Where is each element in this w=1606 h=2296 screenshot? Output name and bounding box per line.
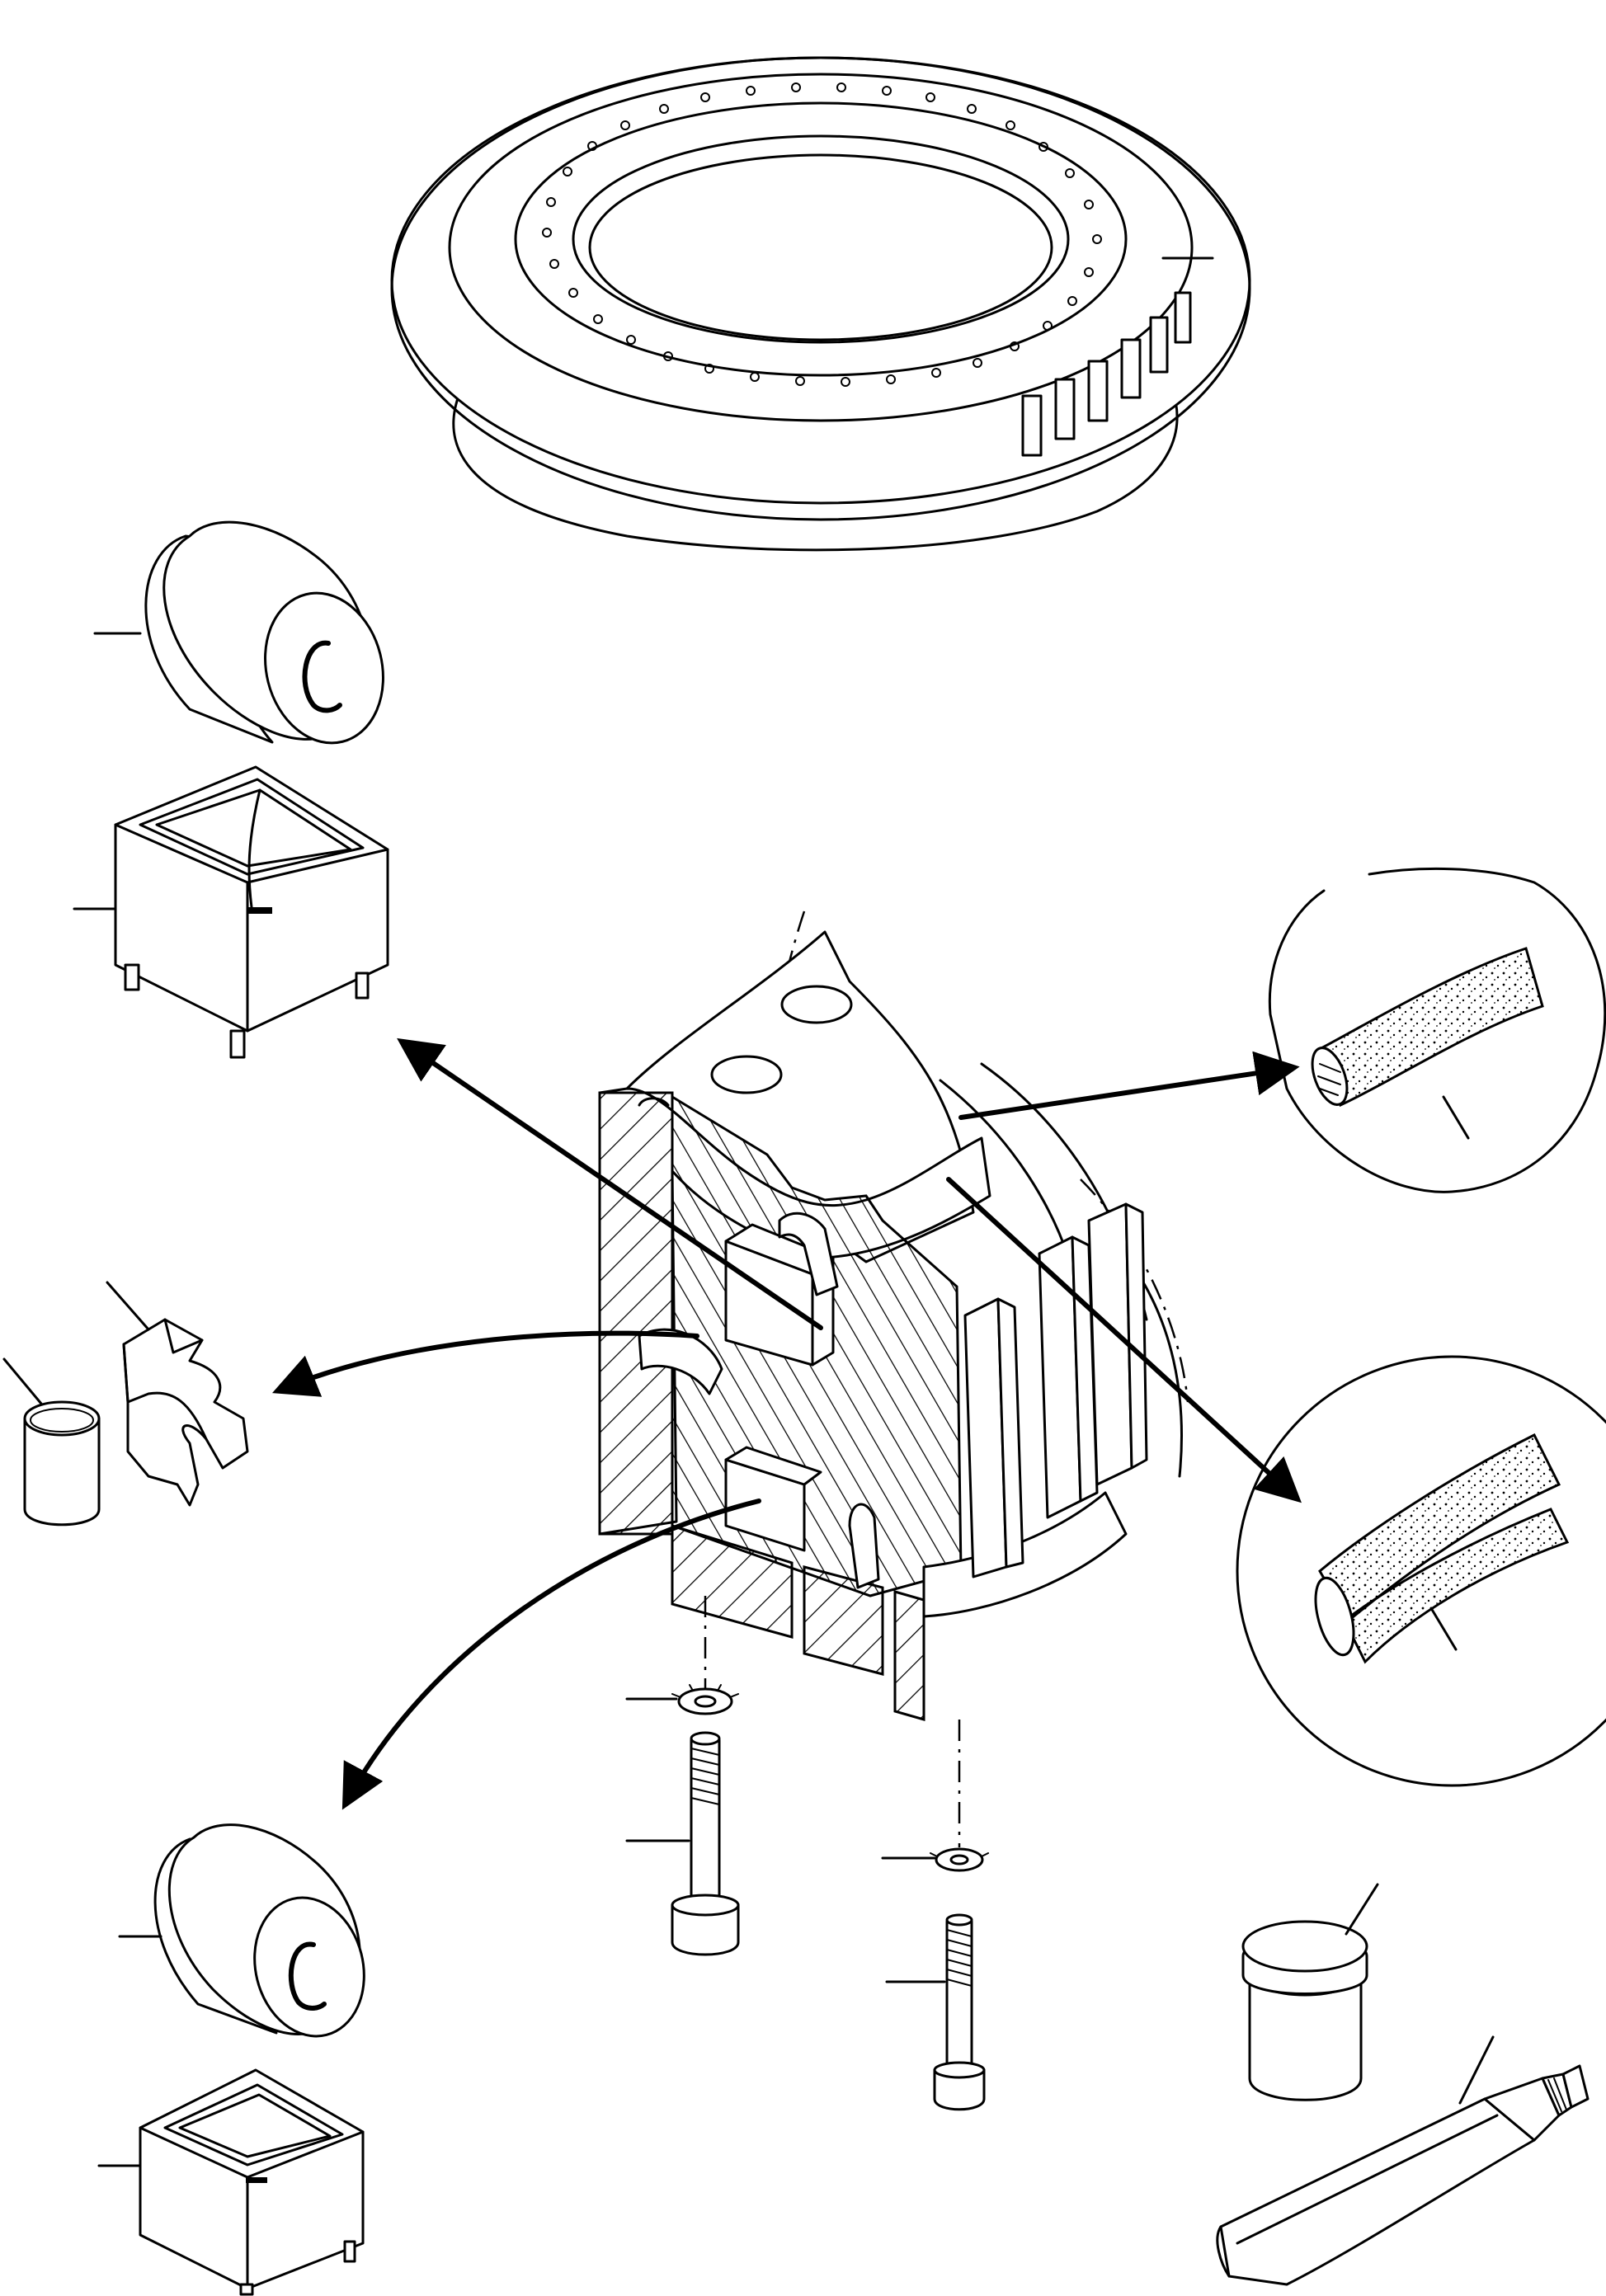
arrow-to-upper-seal: [958, 1051, 1300, 1120]
rubber-bushing-upper: [144, 520, 384, 745]
leader-upper-seal: [1442, 1095, 1470, 1140]
upper-seal-strip: [1268, 867, 1606, 1193]
slewing-ring-bearing: [390, 56, 1251, 552]
arrow-to-lower-seal: [946, 1177, 1302, 1503]
leader-small-cylinder: [2, 1357, 43, 1405]
square-bushing-holder-lower: [139, 2068, 365, 2296]
bolt-right: [933, 1913, 986, 2111]
bolt-left: [671, 1731, 740, 1956]
spider-coupling: [122, 1318, 249, 1507]
ring-gear-teeth: [1021, 291, 1192, 457]
rubber-bushing-lower: [153, 1823, 365, 2038]
lower-seal-strip: [1236, 1355, 1606, 1787]
leader-grease-tube: [1458, 2035, 1495, 2105]
leader-spider-coupling: [106, 1281, 150, 1331]
lock-washer-right: [930, 1847, 989, 1872]
arrow-to-rubber-bushing-lower: [341, 1499, 761, 1810]
small-cylinder-insert: [23, 1400, 101, 1527]
leader-lower-seal: [1429, 1607, 1458, 1651]
square-bushing-holder-upper: [114, 765, 389, 1059]
arrow-to-square-holder: [397, 1037, 823, 1330]
lock-washer-left: [671, 1684, 739, 1715]
central-cutaway-assembly: [598, 910, 1189, 1721]
leader-grease-jar: [1345, 1883, 1379, 1936]
arrow-to-spider-coupling: [271, 1330, 699, 1397]
grease-jar: [1241, 1920, 1368, 2101]
bolt-hole-circle: [542, 82, 1102, 387]
grease-tube: [1216, 2064, 1590, 2286]
